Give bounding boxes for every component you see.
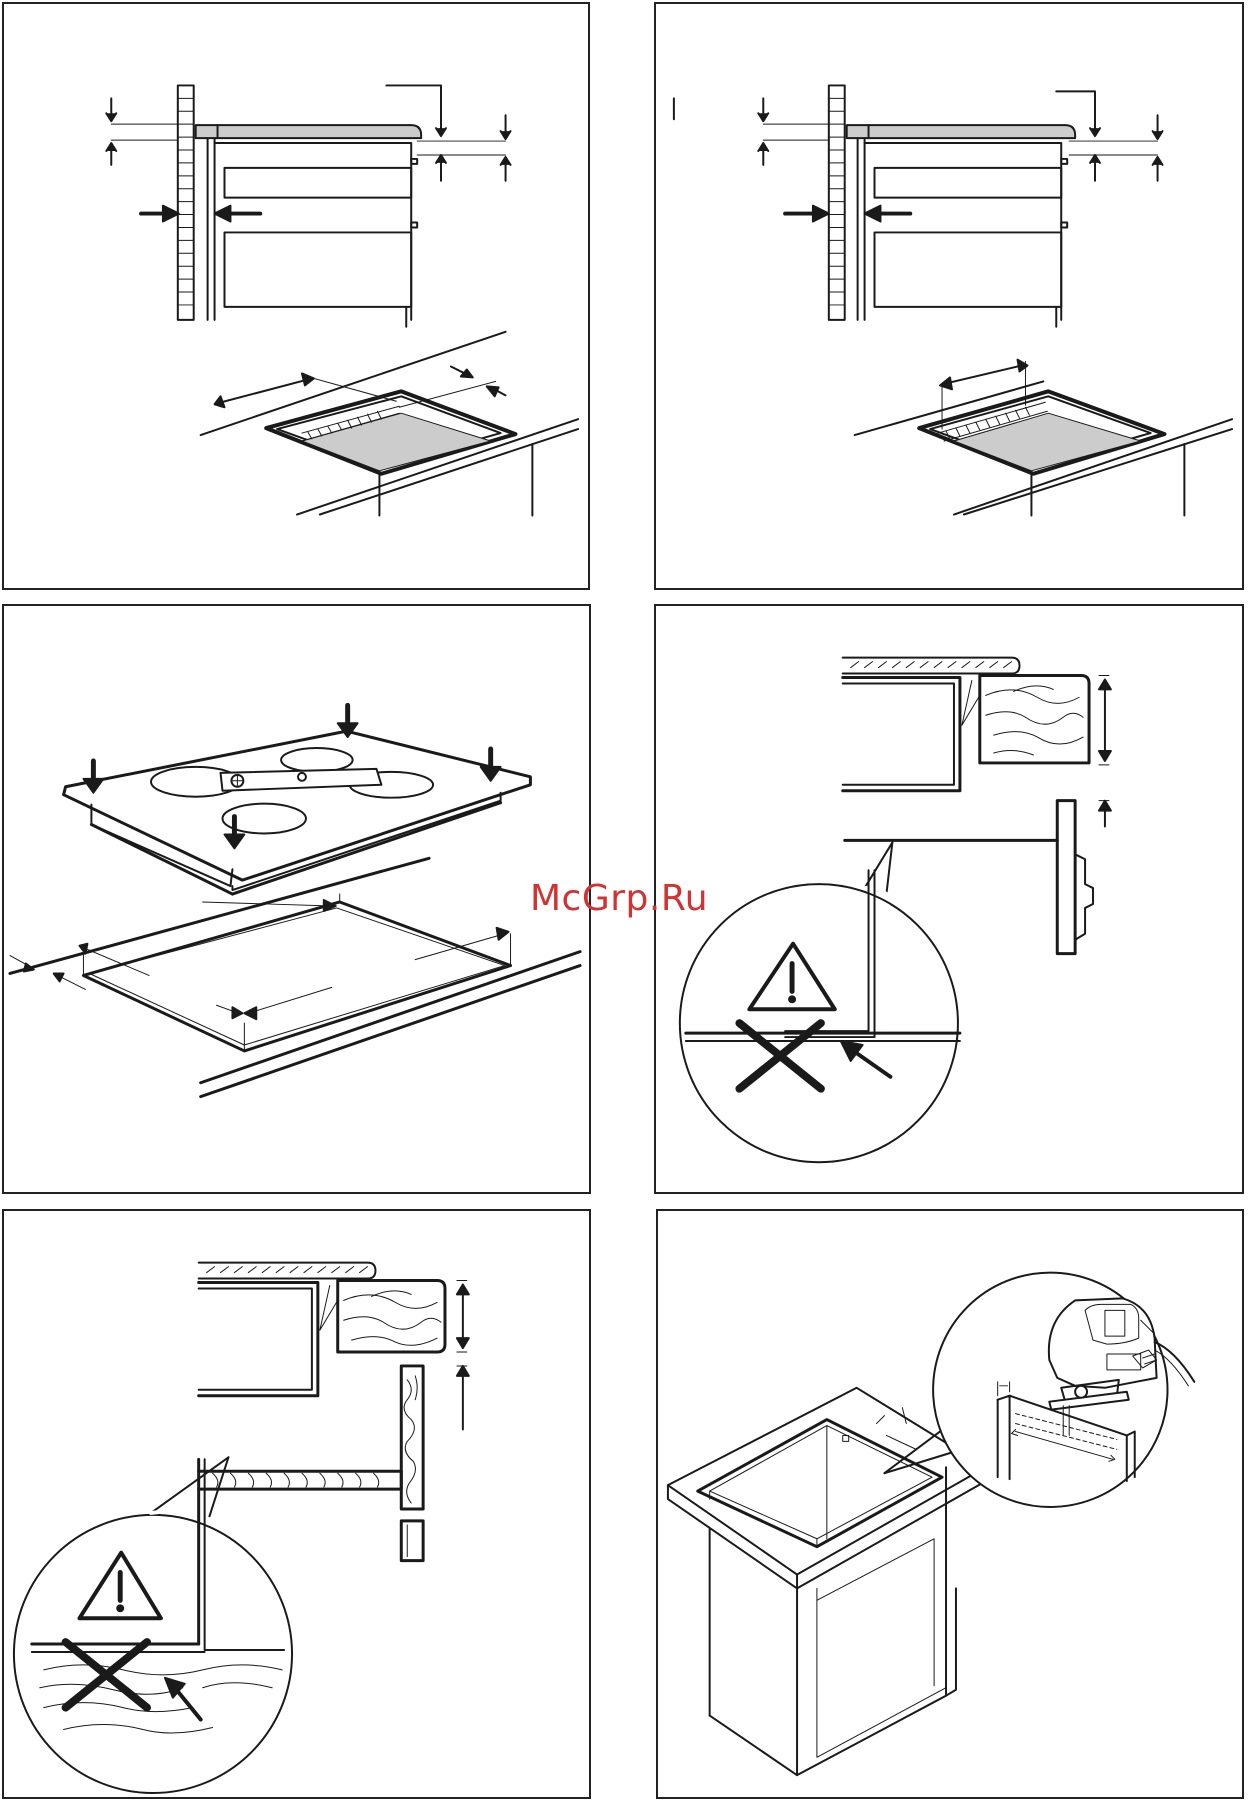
diagram-panel-3 <box>2 604 591 1194</box>
watermark-text: McGrp.Ru <box>530 878 708 919</box>
panel-3-drawing <box>4 606 589 1192</box>
hob <box>64 731 531 880</box>
diagram-panel-1 <box>2 2 590 590</box>
wall <box>178 85 194 319</box>
diagram-panel-6 <box>656 1209 1244 1799</box>
panel-2-drawing <box>656 4 1242 588</box>
detail-circle <box>14 1515 292 1793</box>
panel-4-drawing <box>656 606 1242 1192</box>
panel-1-drawing <box>4 4 588 588</box>
panel-5-drawing <box>4 1211 589 1797</box>
diagram-panel-2 <box>654 2 1244 590</box>
panel-6-drawing <box>658 1211 1242 1797</box>
diagram-panel-4 <box>654 604 1244 1194</box>
diagram-panel-5 <box>2 1209 591 1799</box>
